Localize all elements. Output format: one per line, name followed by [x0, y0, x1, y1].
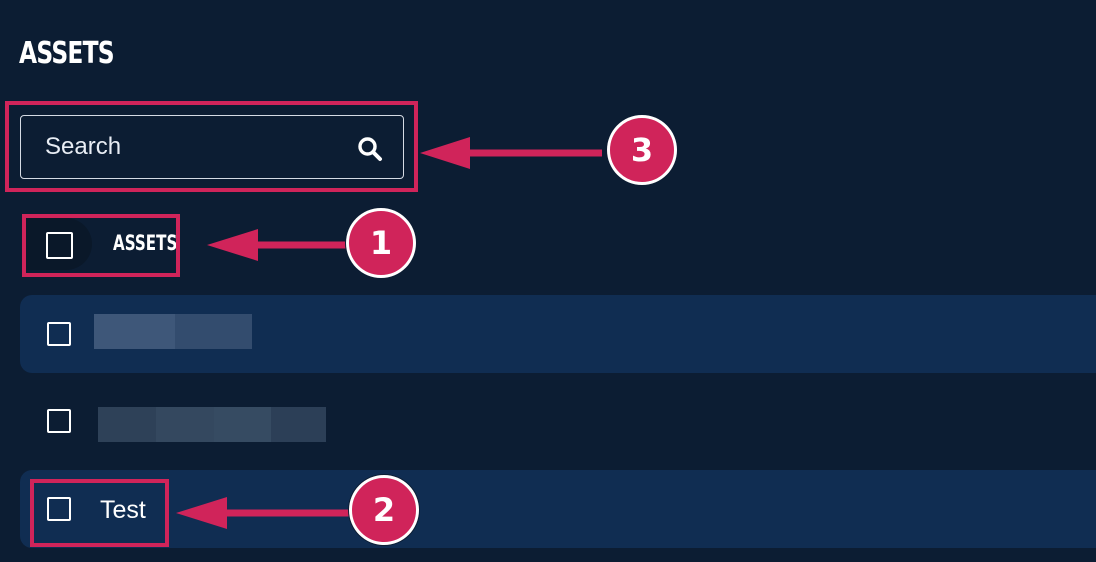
list-item[interactable] [20, 470, 1096, 548]
list-item-checkbox[interactable] [47, 497, 71, 521]
search-input[interactable] [21, 116, 351, 178]
list-item[interactable] [20, 383, 1096, 461]
callout-badge-3: 3 [609, 117, 675, 183]
list-header-label: ASSETS [113, 231, 178, 255]
list-item-checkbox[interactable] [47, 409, 71, 433]
page-title: ASSETS [19, 36, 115, 71]
list-item[interactable] [20, 295, 1096, 373]
annotation-highlight-header [22, 214, 180, 277]
list-item-checkbox[interactable] [47, 322, 71, 346]
arrow-3-icon [420, 137, 470, 169]
search-icon[interactable] [357, 136, 383, 162]
annotation-highlight-test [30, 479, 169, 547]
arrow-1-icon [207, 229, 258, 261]
annotation-highlight-search [5, 101, 418, 192]
list-item-label: Test [100, 496, 146, 524]
callout-badge-1: 1 [348, 210, 414, 276]
search-box [20, 115, 404, 179]
select-all-toggle-bg [26, 218, 92, 270]
callout-badge-2: 2 [351, 477, 417, 543]
select-all-checkbox[interactable] [46, 232, 73, 259]
